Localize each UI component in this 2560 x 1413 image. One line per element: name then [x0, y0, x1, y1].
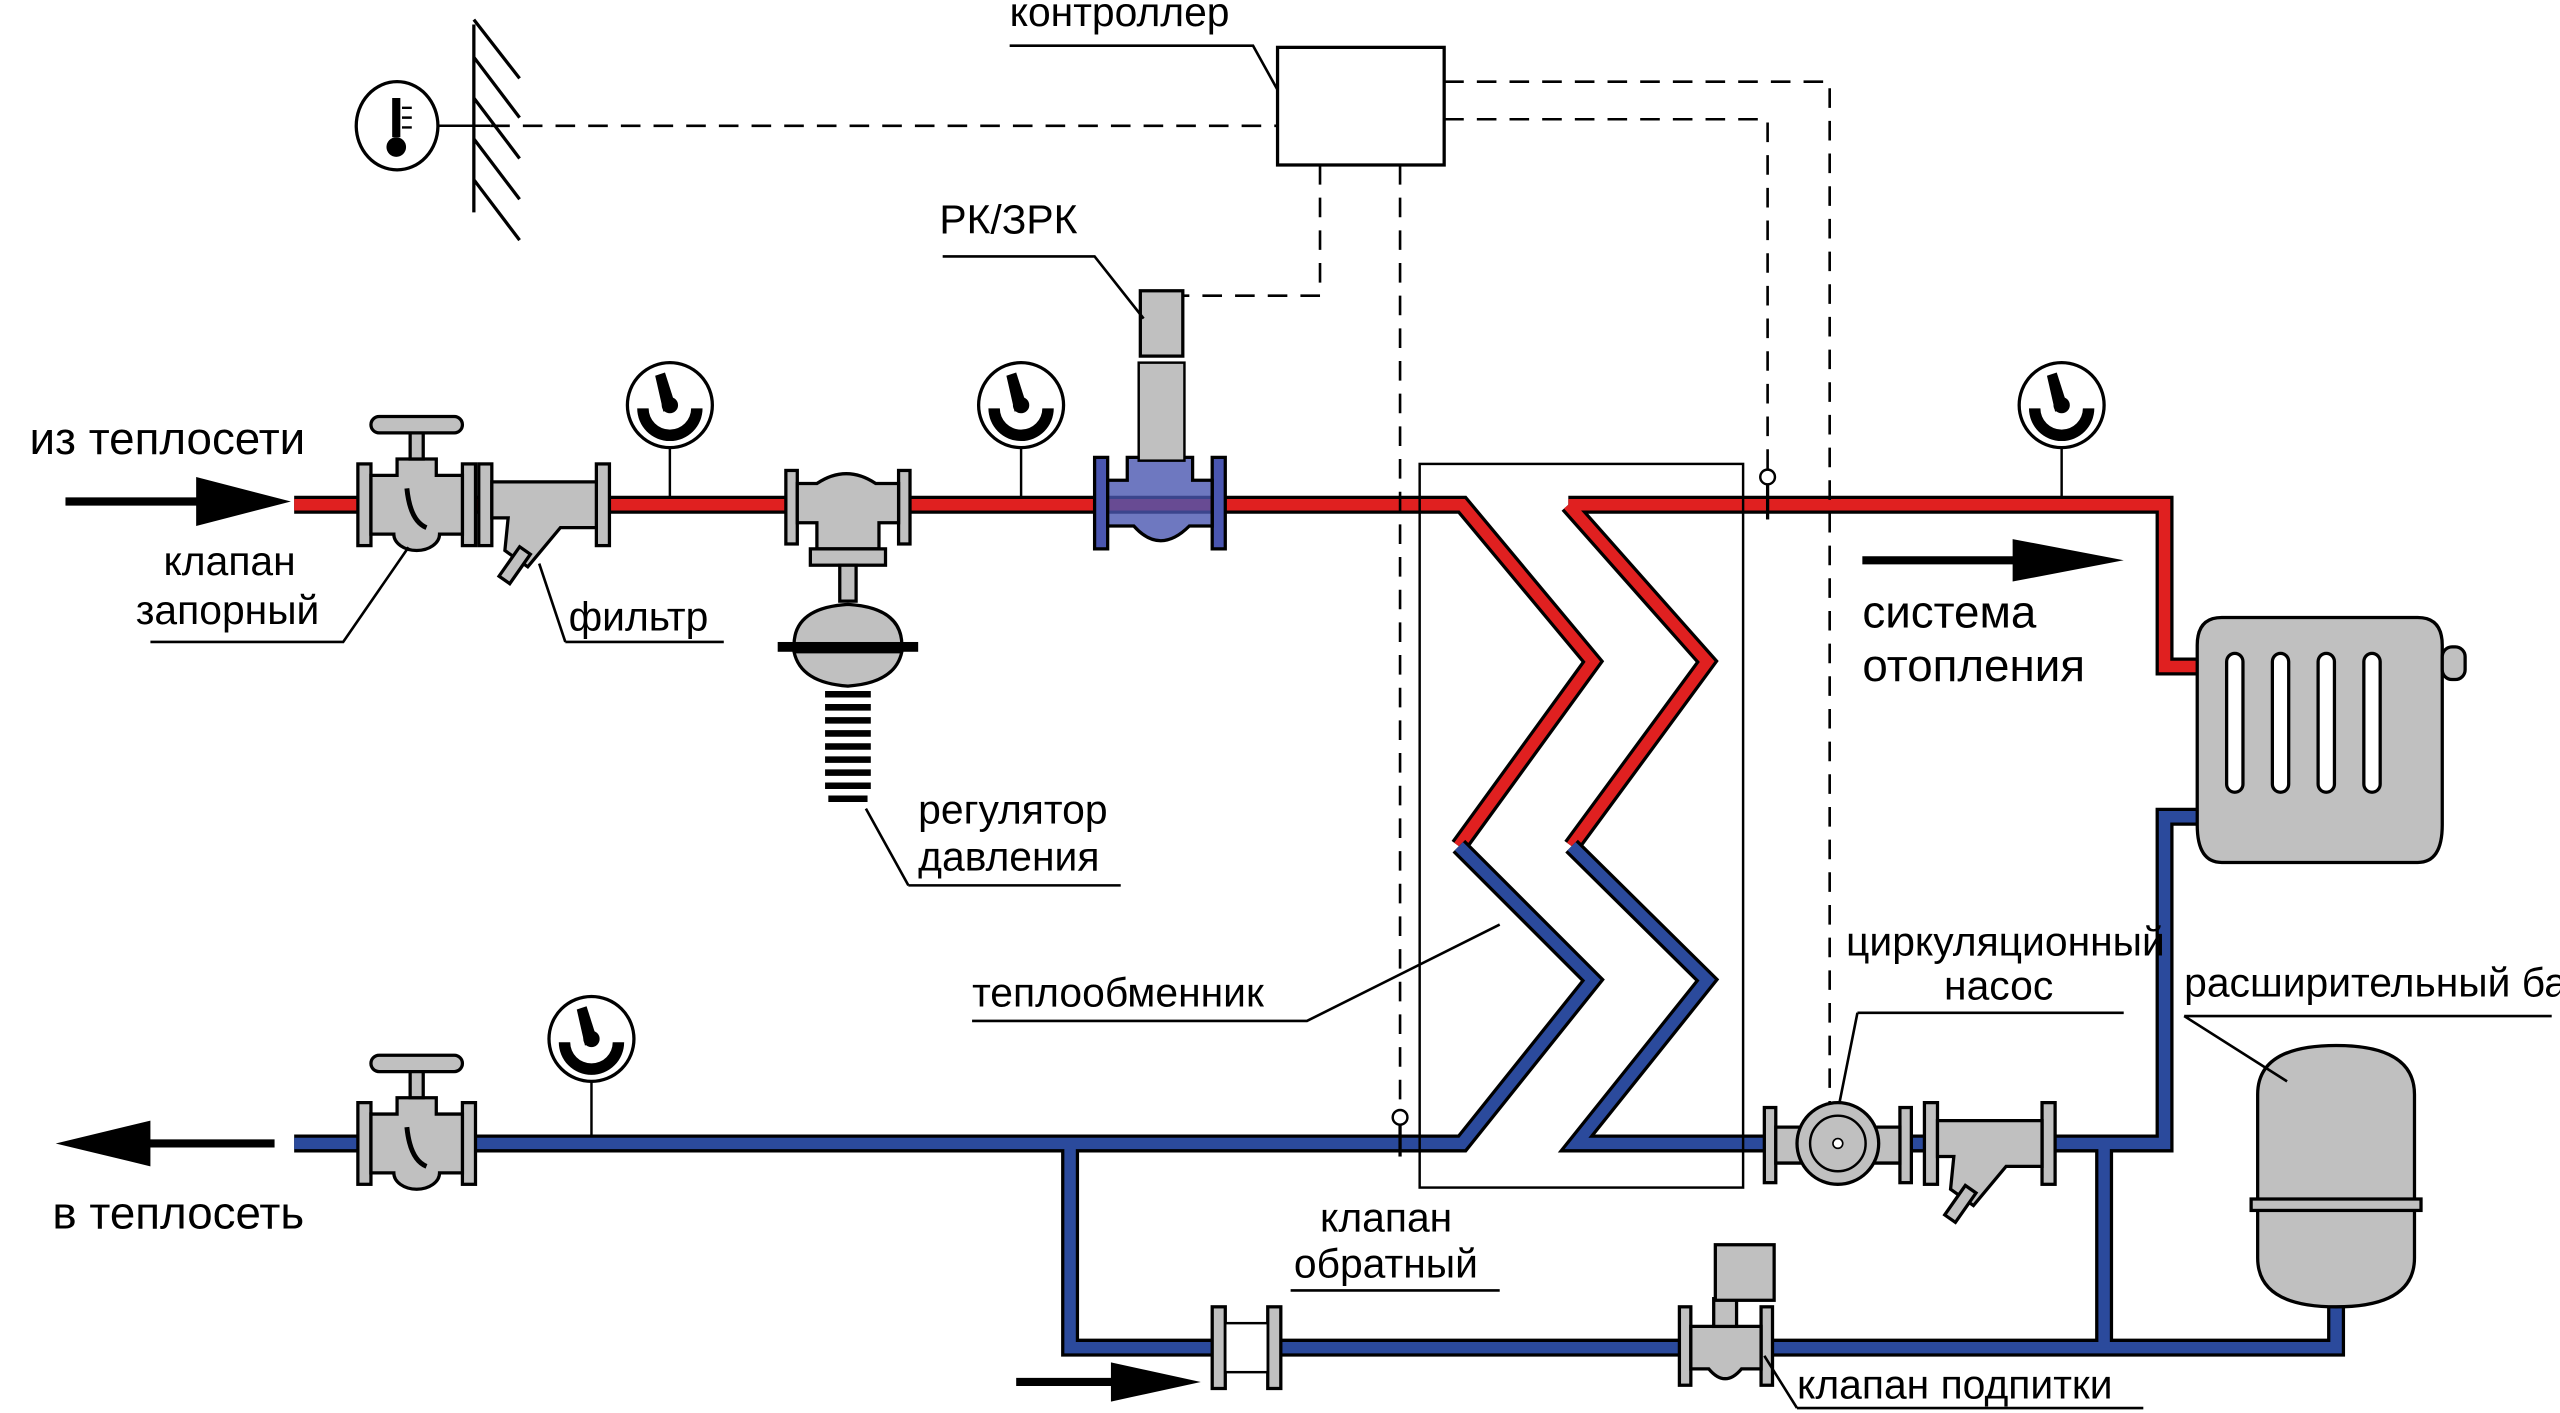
check-valve — [1210, 1305, 1283, 1391]
label-makeup-valve: клапан подпитки — [1797, 1361, 2113, 1407]
label-filter: фильтр — [569, 594, 709, 640]
label-control-valve: РК/ЗРК — [939, 197, 1077, 243]
label-heating-system-1: система — [1862, 586, 2037, 637]
wall — [472, 18, 521, 242]
pressure-regulator — [777, 468, 919, 803]
filter-icon — [477, 462, 612, 586]
radiator-icon — [2195, 615, 2467, 865]
heat-exchanger — [1418, 462, 1745, 1189]
thermometer-icon — [354, 80, 491, 172]
label-check-valve-1: клапан — [1320, 1195, 1452, 1241]
label-expansion-tank: расширительный бак — [2184, 959, 2560, 1005]
shutoff-valve-return — [358, 1055, 476, 1189]
makeup-valve — [1677, 1243, 1776, 1387]
label-shutoff-valve-1: клапан — [163, 538, 295, 584]
temperature-sensor-icon — [1391, 468, 1777, 1157]
label-controller: контроллер — [1010, 0, 1230, 35]
label-circulation-pump-1: циркуляционный — [1846, 919, 2165, 965]
signal-lines — [490, 80, 1831, 1111]
label-from-network: из теплосети — [30, 413, 306, 464]
label-shutoff-valve-2: запорный — [136, 587, 320, 633]
filter-return-icon — [1922, 1100, 2057, 1225]
label-pressure-regulator-1: регулятор — [918, 786, 1107, 832]
pressure-gauge-icon — [547, 361, 2106, 1137]
expansion-tank-icon — [2249, 1043, 2423, 1309]
label-check-valve-2: обратный — [1294, 1240, 1478, 1286]
label-to-network: в теплосеть — [52, 1187, 304, 1238]
arrow-left-icon — [55, 1120, 275, 1167]
pump-icon — [1762, 1100, 1913, 1186]
leader-lines — [150, 44, 2552, 1410]
control-valve — [1092, 289, 1227, 551]
shutoff-valve-supply — [358, 417, 476, 551]
arrow-right-icon — [65, 476, 2124, 1402]
label-heat-exchanger: теплообменник — [972, 969, 1265, 1015]
controller-box — [1275, 45, 1446, 167]
label-circulation-pump-2: насос — [1944, 963, 2053, 1009]
label-heating-system-2: отопления — [1862, 640, 2085, 691]
label-pressure-regulator-2: давления — [918, 834, 1099, 880]
